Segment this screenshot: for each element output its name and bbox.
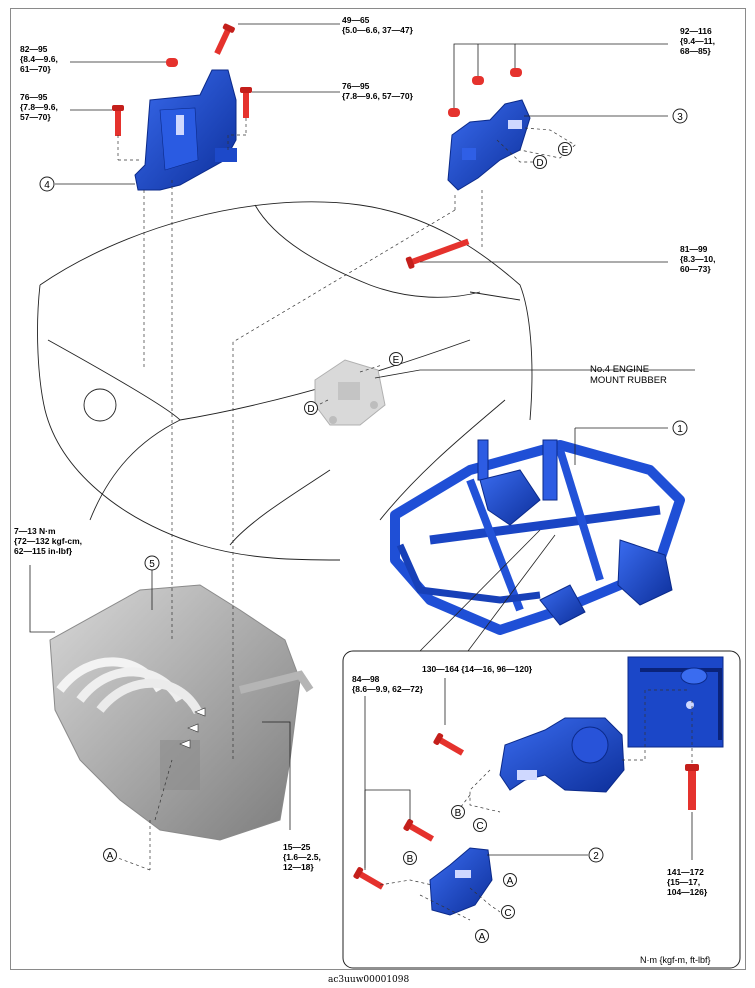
ref-circle-e-upper: E	[558, 142, 572, 156]
vehicle-body-outline	[37, 201, 533, 561]
svg-text:C: C	[504, 908, 511, 919]
callout-circle-2: 2	[588, 847, 604, 863]
no4-engine-mount-rubber-label: No.4 ENGINE MOUNT RUBBER	[590, 364, 667, 386]
inset-connector-lines	[419, 529, 556, 652]
svg-text:E: E	[562, 145, 569, 156]
svg-text:A: A	[107, 851, 114, 862]
svg-text:4: 4	[44, 180, 50, 191]
units-note: N·m {kgf-m, ft-lbf}	[640, 955, 711, 965]
detail-zoom-box	[627, 656, 724, 748]
svg-text:D: D	[536, 158, 543, 169]
svg-text:B: B	[455, 808, 462, 819]
ref-circle-d-lower: D	[304, 401, 318, 415]
callout-circle-4: 4	[39, 176, 55, 192]
ref-circle-e-lower: E	[389, 352, 403, 366]
engine-mount-bracket-3	[447, 99, 531, 191]
torque-spec-81-99: 81—99 {8.3—10, 60—73}	[680, 244, 716, 274]
torque-spec-141-172: 141—172 {15—17, 104—126}	[667, 867, 708, 897]
callout-circle-1: 1	[672, 420, 688, 436]
callout-circle-5: 5	[144, 555, 160, 571]
svg-text:E: E	[393, 355, 400, 366]
figure-frame	[10, 8, 746, 970]
torque-spec-130-164: 130—164 {14—16, 96—120}	[422, 664, 533, 674]
svg-text:B: B	[407, 854, 414, 865]
svg-text:1: 1	[677, 424, 683, 435]
engine-mount-bracket-4	[134, 69, 237, 191]
svg-text:5: 5	[149, 559, 155, 570]
svg-text:C: C	[476, 821, 483, 832]
svg-text:2: 2	[593, 851, 599, 862]
engine-mount-rubber-inset	[499, 717, 625, 793]
svg-text:A: A	[507, 876, 514, 887]
mounting-bolts	[112, 22, 699, 893]
callout-circle-3: 3	[672, 108, 688, 124]
figure-code: ac3uuw00001098	[328, 975, 410, 985]
no4-engine-mount-rubber	[314, 359, 386, 426]
torque-spec-49-65: 49—65 {5.0—6.6, 37—47}	[342, 15, 413, 35]
svg-text:D: D	[307, 404, 314, 415]
ref-circle-c-lower: C	[501, 905, 515, 919]
ref-circle-a-mount-top: A	[503, 873, 517, 887]
leader-lines	[29, 23, 695, 870]
torque-spec-76-95-right: 76—95 {7.8—9.6, 57—70}	[342, 81, 413, 101]
engine-mount-2	[429, 847, 493, 916]
ref-circle-a-engine: A	[103, 848, 117, 862]
torque-spec-92-116: 92—116 {9.4—11, 68—85}	[680, 26, 715, 56]
ref-circle-d-upper: D	[533, 155, 547, 169]
torque-spec-76-95-left: 76—95 {7.8—9.6, 57—70}	[20, 92, 58, 122]
front-crossmember-1	[390, 439, 685, 635]
svg-text:3: 3	[677, 112, 683, 123]
torque-spec-15-25: 15—25 {1.6—2.5, 12—18}	[283, 842, 321, 872]
torque-spec-7-13: 7—13 N·m {72—132 kgf-cm, 62—115 in-lbf}	[14, 526, 83, 556]
torque-spec-84-98: 84—98 {8.6—9.9, 62—72}	[352, 674, 423, 694]
detail-inset-frame	[342, 650, 741, 969]
ref-circle-c-upper: C	[473, 818, 487, 832]
ref-circle-a-mount-bottom: A	[475, 929, 489, 943]
svg-text:A: A	[479, 932, 486, 943]
assembly-dashed-lines	[117, 118, 693, 921]
ref-circle-b-lower: B	[403, 851, 417, 865]
torque-spec-82-95: 82—95 {8.4—9.6, 61—70}	[20, 44, 58, 74]
engine-assembly-5	[49, 584, 314, 841]
ref-circle-b-upper: B	[451, 805, 465, 819]
